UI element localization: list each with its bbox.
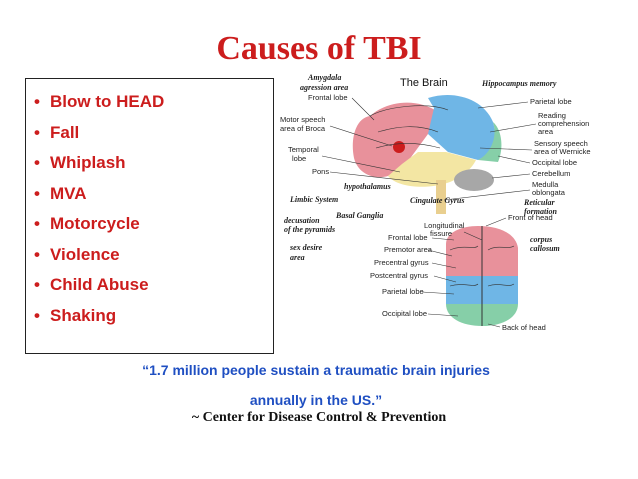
label-top-occipital-lobe: Occipital lobe xyxy=(382,309,427,318)
annotation-hypothalamus: hypothalamus xyxy=(344,182,391,191)
label-frontal-lobe: Frontal lobe xyxy=(308,93,348,102)
annotation-reticular: Reticular xyxy=(523,198,556,207)
bullet-marker: • xyxy=(34,92,40,111)
annotation-decusation: decusation xyxy=(284,216,320,225)
brain-diagram: The Brain Amygdala agression area Hippoc… xyxy=(280,73,591,332)
list-item: • Whiplash xyxy=(34,148,164,179)
annotation-cingulate-gyrus: Cingulate Gyrus xyxy=(410,196,464,205)
slide-title: Causes of TBI xyxy=(216,30,422,67)
bullet-marker: • xyxy=(34,244,40,264)
bullet-marker: • xyxy=(34,153,40,172)
quote-line-1: “1.7 million people sustain a traumatic … xyxy=(142,362,490,378)
label-motor-speech: Motor speech xyxy=(280,115,325,124)
list-item-label: Fall xyxy=(50,122,80,142)
label-area-of-broca: area of Broca xyxy=(280,124,326,133)
label-parietal-lobe: Parietal lobe xyxy=(530,97,572,106)
cerebellum-region xyxy=(454,169,494,191)
diagram-heading: The Brain xyxy=(400,77,448,89)
list-item-label: Blow to HEAD xyxy=(50,92,165,111)
bullet-marker: • xyxy=(34,214,40,233)
label-top-parietal-lobe: Parietal lobe xyxy=(382,287,424,296)
bullet-marker: • xyxy=(34,305,40,325)
label-front-of-head: Front of head xyxy=(508,213,553,222)
list-item: • Fall xyxy=(34,118,164,149)
annotation-of-the-pyramids: of the pyramids xyxy=(284,225,335,234)
annotation-basal-ganglia: Basal Ganglia xyxy=(335,211,383,220)
label-postcentral-gyrus: Postcentral gyrus xyxy=(370,271,428,280)
quote-attribution: ~ Center for Disease Control & Preventio… xyxy=(191,410,447,425)
label-back-of-head: Back of head xyxy=(502,323,546,332)
list-item-label: Child Abuse xyxy=(50,275,149,294)
temporal-lobe-region xyxy=(388,152,476,187)
quote-line-2: annually in the US.” xyxy=(249,392,383,408)
annotation-sex-desire: sex desire xyxy=(289,243,323,252)
frontal-lobe-region xyxy=(352,102,438,178)
brainstem-region xyxy=(436,180,446,214)
bullet-marker: • xyxy=(34,183,40,203)
annotation-formation: formation xyxy=(524,207,557,216)
label-oblongata: oblongata xyxy=(532,188,566,197)
annotation-hippocampus: Hippocampus memory xyxy=(481,79,557,88)
list-item: • Violence xyxy=(34,240,164,271)
brain-side-view xyxy=(352,95,502,214)
label-top-frontal-lobe: Frontal lobe xyxy=(388,233,428,242)
label-cerebellum: Cerebellum xyxy=(532,169,570,178)
occipital-lobe-region xyxy=(478,122,502,162)
label-temporal: Temporal xyxy=(288,145,319,154)
label-lobe: lobe xyxy=(292,154,306,163)
list-item: • Child Abuse xyxy=(34,270,164,301)
label-sensory-speech: Sensory speech xyxy=(534,139,588,148)
causes-list: • Blow to HEAD • Fall • Whiplash • MVA • Moto… xyxy=(34,87,164,331)
label-fissure: fissure xyxy=(430,229,452,238)
bullet-marker: • xyxy=(34,275,40,294)
list-item: • Shaking xyxy=(34,301,164,332)
amygdala-marker xyxy=(393,141,405,153)
annotation-callosum: callosum xyxy=(530,244,560,253)
list-item-label: Shaking xyxy=(50,305,117,325)
parietal-lobe-region xyxy=(428,95,495,160)
label-area-of-wernicke: area of Wernicke xyxy=(534,147,591,156)
list-item-label: Whiplash xyxy=(50,153,126,172)
label-occipital-lobe: Occipital lobe xyxy=(532,158,577,167)
annotation-corpus: corpus xyxy=(530,235,552,244)
list-item-label: MVA xyxy=(50,183,87,203)
brain-top-view xyxy=(446,226,518,326)
label-medulla: Medulla xyxy=(532,180,559,189)
annotation-limbic-system: Limbic System xyxy=(289,195,338,204)
list-item: • MVA xyxy=(34,179,164,210)
label-comprehension: comprehension xyxy=(538,119,589,128)
label-comprehension-area: area xyxy=(538,127,554,136)
label-reading: Reading xyxy=(538,111,566,120)
causes-list-box: • Blow to HEAD • Fall • Whiplash • MVA • Moto… xyxy=(25,78,274,354)
label-precentral-gyrus: Precentral gyrus xyxy=(374,258,429,267)
label-pons: Pons xyxy=(312,167,329,176)
annotation-aggression-area: agression area xyxy=(300,83,348,92)
annotation-amygdala: Amygdala xyxy=(307,73,341,82)
bullet-marker: • xyxy=(34,122,40,142)
label-premotor-area: Premotor area xyxy=(384,245,433,254)
statistic-quote: “1.7 million people sustain a traumatic … xyxy=(92,355,540,415)
list-item: • Motorcycle xyxy=(34,209,164,240)
list-item-label: Motorcycle xyxy=(50,214,140,233)
annotation-area: area xyxy=(290,253,305,262)
label-longitudinal: Longitudinal xyxy=(424,221,465,230)
list-item: • Blow to HEAD xyxy=(34,87,164,118)
list-item-label: Violence xyxy=(50,244,120,264)
